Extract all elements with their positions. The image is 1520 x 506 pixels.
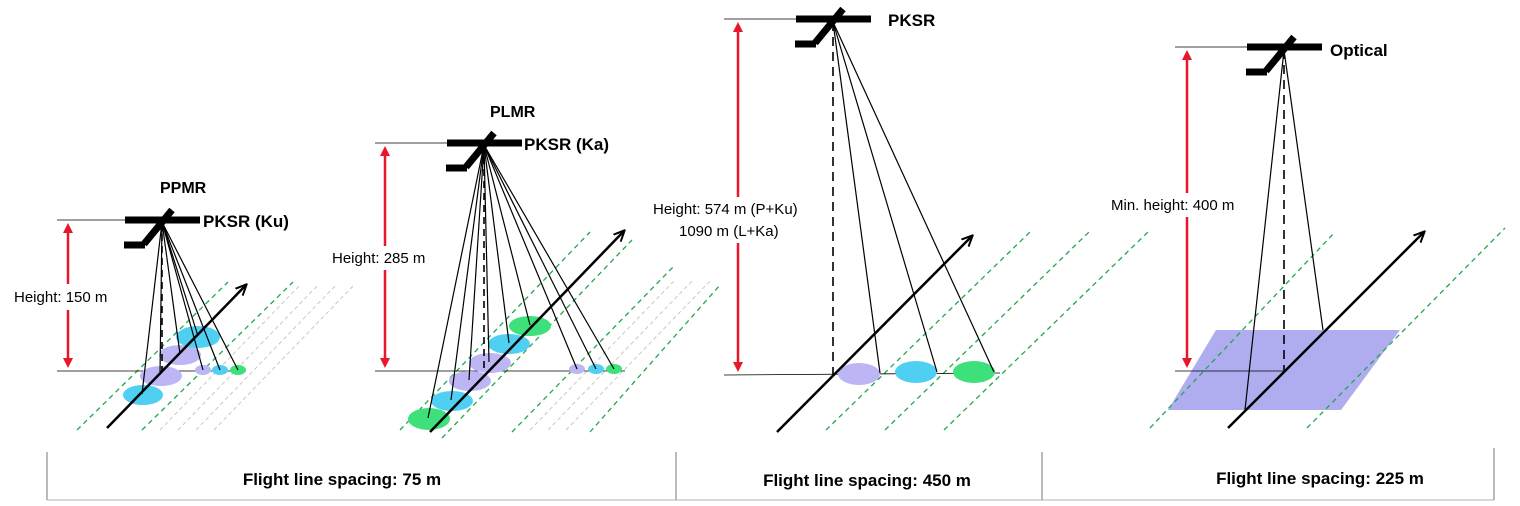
aircraft-icon (446, 130, 522, 172)
aircraft-icon (1246, 34, 1322, 76)
height-label-line2: 1090 m (L+Ka) (679, 223, 779, 240)
aircraft-icon (124, 207, 200, 249)
grey-swath-guides (529, 279, 712, 431)
beam-lines (832, 21, 995, 374)
height-label-line1: Height: 574 m (P+Ku) (653, 201, 798, 218)
height-label: Height: 285 m (332, 250, 425, 267)
green-flight-line-guides (399, 231, 721, 439)
aircraft-icon (795, 6, 871, 48)
height-label-bg (650, 197, 828, 243)
panel-4-optical: Min. height: 400 m Optical (1108, 34, 1506, 429)
panel-3-pksr: Height: 574 m (P+Ku) 1090 m (L+Ka) PKSR (650, 6, 1149, 433)
instrument-side-label: PKSR (888, 11, 935, 30)
flight-direction-arrow (429, 231, 624, 433)
spacing-label-2: Flight line spacing: 450 m (763, 471, 971, 490)
beam-lines (1244, 49, 1324, 411)
height-label: Height: 150 m (14, 289, 107, 306)
instrument-top-label: PPMR (160, 180, 207, 197)
height-label-bg (1108, 193, 1264, 217)
panel-2-plmr-pksr-ka: Height: 285 m (330, 104, 721, 439)
height-label-bg (12, 284, 124, 310)
green-flight-line-guides (1149, 227, 1506, 429)
panel-1-ppmr-pksr-ku: Height: 150 m PPMR PK (12, 180, 355, 431)
instrument-side-label: PKSR (Ku) (203, 212, 289, 231)
spacing-label-3: Flight line spacing: 225 m (1216, 469, 1424, 488)
instrument-top-label: PLMR (490, 104, 536, 121)
spacing-label-1: Flight line spacing: 75 m (243, 470, 441, 489)
beam-lines (141, 221, 239, 395)
flight-direction-arrow (106, 285, 246, 429)
instrument-side-label: PKSR (Ka) (524, 135, 609, 154)
grey-swath-guides (159, 284, 355, 431)
spacing-section: Flight line spacing: 75 m Flight line sp… (46, 448, 1495, 501)
height-label-bg (330, 246, 444, 270)
instrument-side-label: Optical (1330, 41, 1388, 60)
flight-direction-arrow (776, 236, 972, 433)
flight-direction-arrow (1227, 232, 1424, 429)
beam-lines (427, 144, 615, 419)
height-label: Min. height: 400 m (1111, 197, 1234, 214)
green-flight-line-guides (825, 231, 1149, 431)
footprints (838, 361, 995, 385)
footprints (408, 316, 622, 430)
